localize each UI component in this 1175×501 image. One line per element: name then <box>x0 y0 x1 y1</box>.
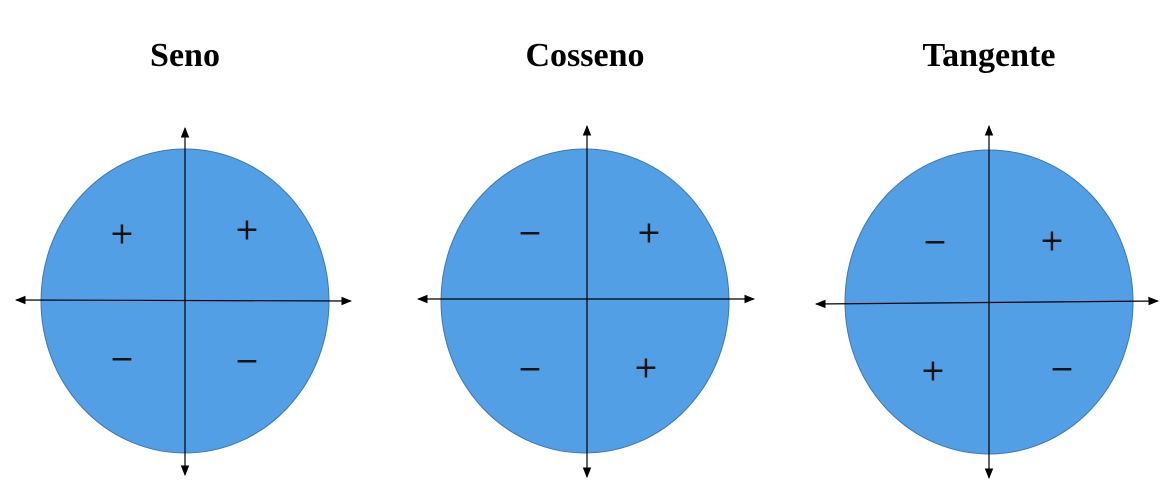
unit-circle <box>440 148 730 454</box>
panel-title-cosseno: Cosseno <box>525 37 645 74</box>
sign-quadrant-1: + <box>234 213 259 248</box>
sign-quadrant-2: − <box>517 216 542 251</box>
sign-quadrant-4: + <box>633 351 658 386</box>
panel-seno: + + − − <box>14 126 353 477</box>
panel-cosseno: − + − + <box>416 124 756 479</box>
sign-quadrant-2: + <box>109 217 134 252</box>
sign-quadrant-1: + <box>1039 224 1064 259</box>
sign-quadrant-3: − <box>517 352 542 387</box>
panel-title-seno: Seno <box>150 37 220 74</box>
panel-title-tangente: Tangente <box>922 37 1056 74</box>
sign-quadrant-3: − <box>109 342 134 377</box>
panel-tangente: − + + − <box>814 124 1160 480</box>
sign-quadrant-4: − <box>1049 352 1074 387</box>
sign-quadrant-2: − <box>922 225 947 260</box>
sign-quadrant-4: − <box>234 344 259 379</box>
sign-quadrant-1: + <box>636 216 661 251</box>
sign-quadrant-3: + <box>920 354 945 389</box>
